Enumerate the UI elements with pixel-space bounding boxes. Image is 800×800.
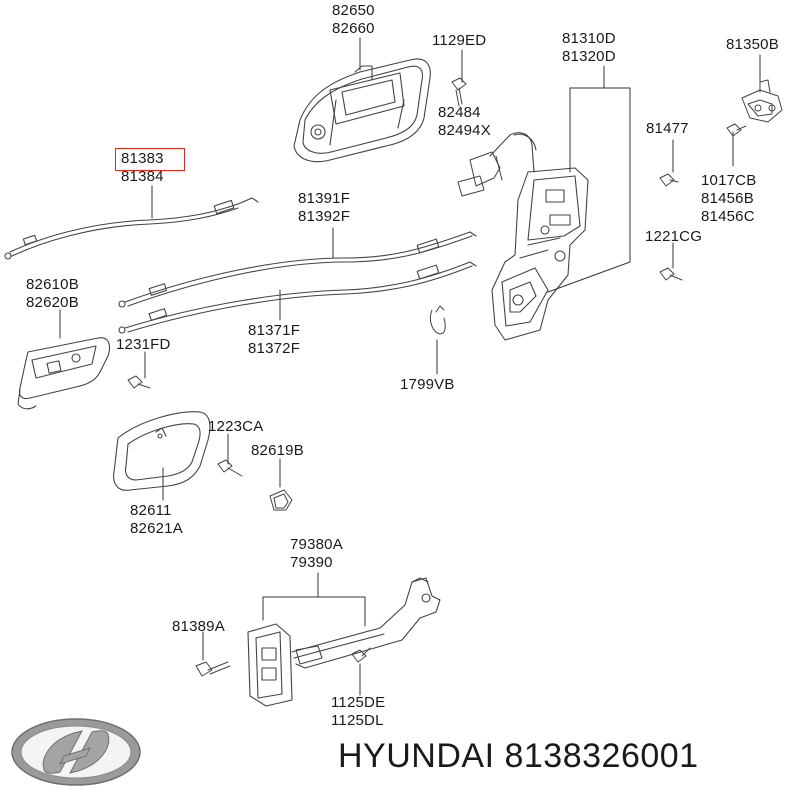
label-82650: 82650: [332, 2, 375, 19]
label-82660: 82660: [332, 20, 375, 37]
label-82610b: 82610B: [26, 276, 79, 293]
door-latch-drawing: [491, 132, 589, 341]
hyundai-logo-icon: [11, 718, 141, 786]
label-1125dl: 1125DL: [331, 712, 384, 729]
label-1129ed: 1129ED: [432, 32, 487, 49]
label-81477: 81477: [646, 120, 689, 137]
label-81389a: 81389A: [172, 618, 225, 635]
highlight-box-81383: [115, 148, 185, 171]
label-1017cb: 1017CB: [701, 172, 757, 189]
brand-name: HYUNDAI: [338, 737, 495, 775]
label-79390: 79390: [290, 554, 333, 571]
label-81372f: 81372F: [248, 340, 301, 357]
cable-81383-drawing: [4, 197, 259, 260]
label-81391f: 81391F: [298, 190, 351, 207]
label-81384: 81384: [121, 168, 164, 185]
part-number: 8138326001: [504, 737, 699, 775]
label-81456c: 81456C: [701, 208, 755, 225]
screw-1129ed-drawing: [451, 77, 467, 107]
label-82620b: 82620B: [26, 294, 79, 311]
checker-bolts-drawing: [195, 647, 371, 677]
label-81350b: 81350B: [726, 36, 779, 53]
handle-bezel-drawing: [113, 411, 211, 491]
inner-handle-drawing: [17, 337, 111, 410]
label-81392f: 81392F: [298, 208, 351, 225]
long-rods-drawing: [118, 231, 477, 334]
label-79380a: 79380A: [290, 536, 343, 553]
trim-screws-drawing: [127, 375, 243, 477]
label-81310d: 81310D: [562, 30, 616, 47]
brand-caption: HYUNDAI 8138326001: [338, 737, 699, 776]
label-1221cg: 1221CG: [645, 228, 703, 245]
door-checker-drawing: [247, 577, 441, 707]
label-1125de: 1125DE: [331, 694, 386, 711]
label-82484: 82484: [438, 104, 481, 121]
wire-clip-drawing: [429, 305, 446, 335]
label-82494x: 82494X: [438, 122, 491, 139]
label-82611: 82611: [130, 502, 172, 519]
striker-bracket-drawing: [741, 79, 783, 123]
label-82619b: 82619B: [251, 442, 304, 459]
label-81371f: 81371F: [248, 322, 301, 339]
outside-handle-drawing: [293, 58, 431, 163]
label-1799vb: 1799VB: [400, 376, 455, 393]
label-81320d: 81320D: [562, 48, 616, 65]
label-81383: 81383: [121, 150, 164, 167]
label-81456b: 81456B: [701, 190, 754, 207]
cover-cap-drawing: [269, 489, 293, 511]
label-1231fd: 1231FD: [116, 336, 171, 353]
label-1223ca: 1223CA: [208, 418, 264, 435]
rod-clip-drawing: [457, 151, 503, 197]
label-82621a: 82621A: [130, 520, 183, 537]
small-screws-drawing: [659, 123, 747, 281]
